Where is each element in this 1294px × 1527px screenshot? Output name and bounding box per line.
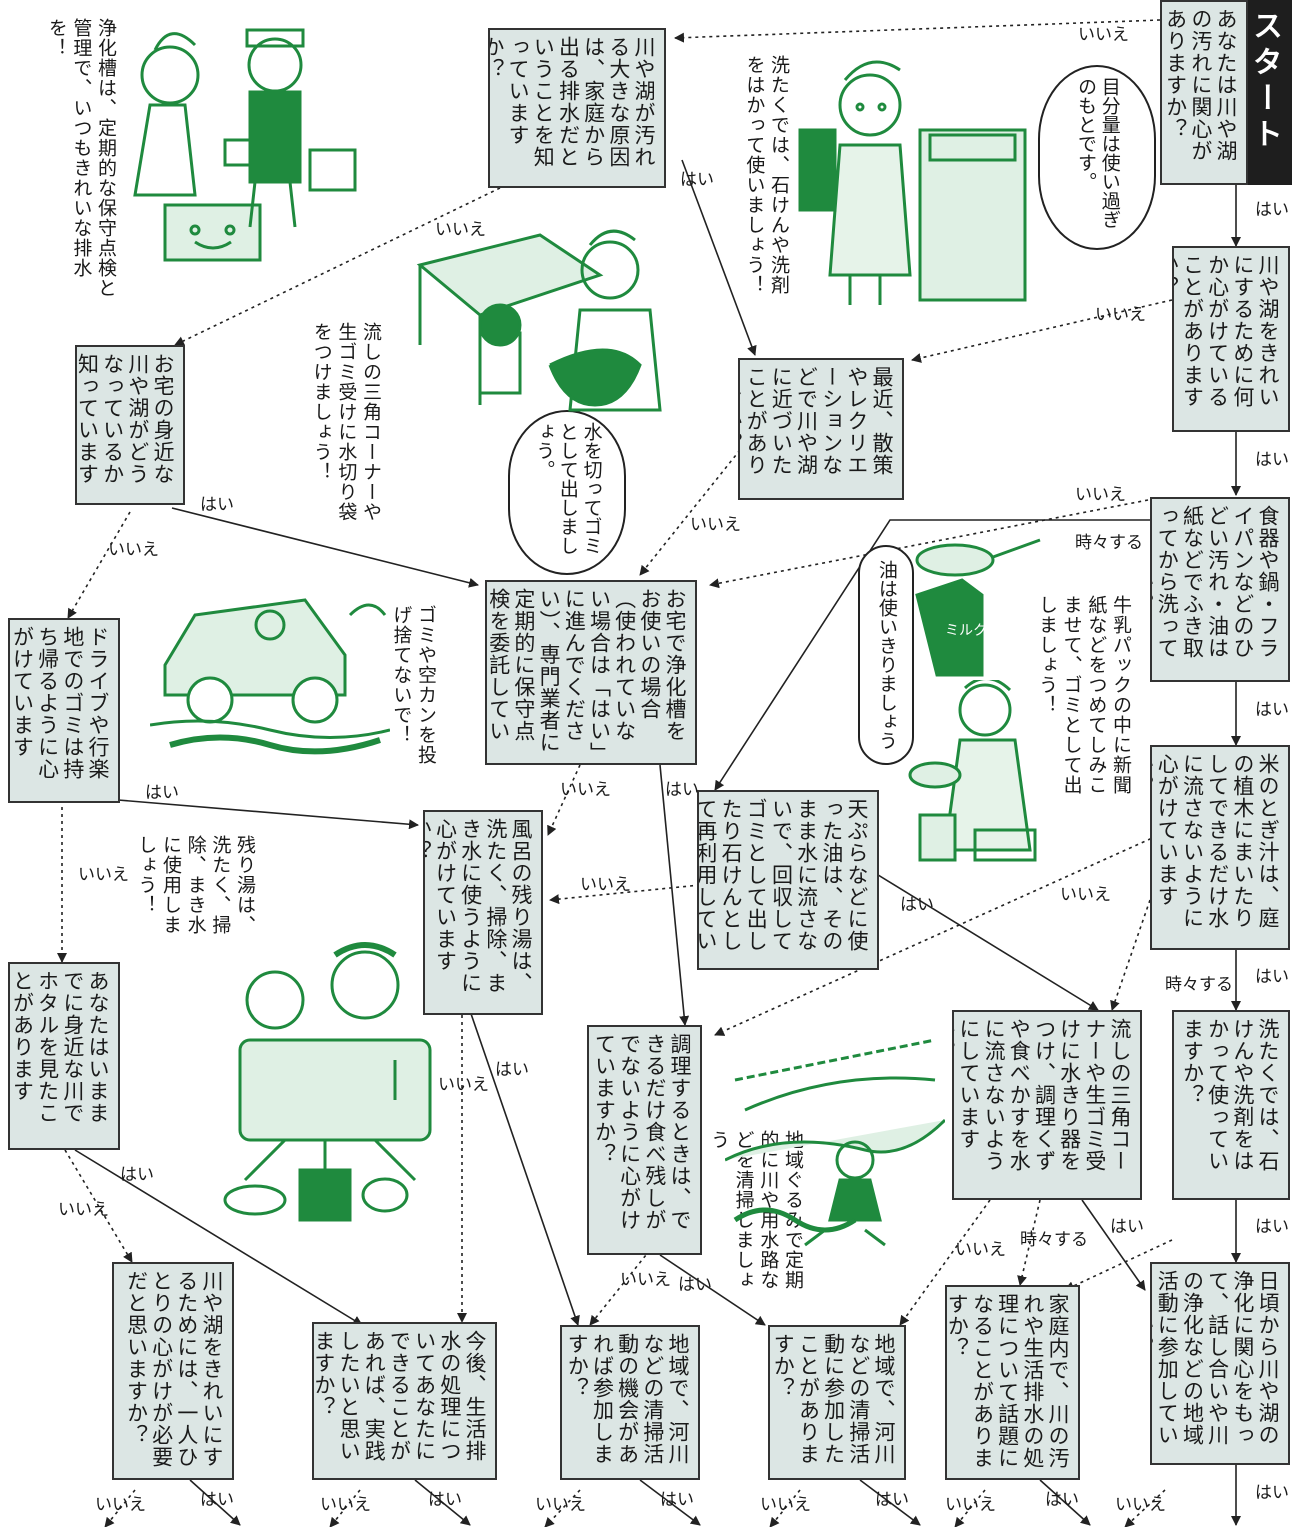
label-sometimes: 時々する (1075, 533, 1143, 553)
tip-bath-water: 残り湯は、洗たく、掃除、まき水に使用しましょう！ (135, 835, 256, 935)
label-yes: はい (1255, 1217, 1289, 1237)
label-no: いいえ (945, 1495, 996, 1515)
question-nearby-river: お宅の身近な川や湖がどうなっているか知っていますか？ (75, 345, 185, 505)
label-no: いいえ (58, 1200, 109, 1220)
label-yes: はい (1110, 1217, 1144, 1237)
question-household-drainage: 川や湖が汚れる大きな原因は、家庭から出る排水だということを知っていますか？ (488, 28, 666, 188)
label-yes: はい (1255, 967, 1289, 987)
label-yes: はい (495, 1060, 529, 1080)
label-yes: はい (120, 1165, 154, 1185)
question-measure-detergent: 洗たくでは、石けんや洗剤をはかって使っていますか？ (1172, 1010, 1290, 1200)
laundry-speech-bubble: 目分量は使い過ぎのもとです。 (1038, 65, 1156, 250)
label-sometimes: 時々する (1020, 1230, 1088, 1250)
label-no: いいえ (1115, 1495, 1166, 1515)
tip-sink-bag: 流しの三角コーナーや生ゴミ受けに水切り袋をつけましょう！ (310, 322, 382, 522)
question-visited-river: 最近、散策やレクリエーションなどで川や湖に近づいたことがありますか？ (738, 358, 904, 500)
question-sink-strainer: 流しの三角コーナーや生ゴミ受けに水きり器をつけ、調理くずや食べかすを水に流さない… (952, 1010, 1142, 1200)
label-yes: はい (1255, 450, 1289, 470)
question-individual-effort: 川や湖をきれいにするためには、一人ひとりの心がけが必要だと思いますか？ (112, 1262, 234, 1480)
label-yes: はい (428, 1490, 462, 1510)
question-fireflies: あなたはいままでに身近な川でホタルを見たことがありますか？ (8, 962, 120, 1150)
label-no: いいえ (620, 1270, 671, 1290)
label-no: いいえ (1075, 485, 1126, 505)
tip-litter: ゴミや空カンを投げ捨てないで！ (390, 605, 437, 765)
label-no: いいえ (108, 540, 159, 560)
question-joined-cleanup: 地域で、河川などの清掃活動に参加したことがありますか？ (768, 1325, 906, 1480)
label-yes: はい (1045, 1490, 1079, 1510)
septic-illustration (133, 28, 357, 262)
label-yes: はい (660, 1490, 694, 1510)
label-yes: はい (680, 170, 714, 190)
river-cleanup-illustration (725, 1038, 945, 1247)
label-yes: はい (900, 895, 934, 915)
question-septic-maintenance: お宅で浄化槽をお使いの場合（使われていない場合は「はい」に進んでください）、専門… (485, 580, 697, 765)
label-no: いいえ (580, 875, 631, 895)
label-yes: はい (1255, 1483, 1289, 1503)
label-no: いいえ (760, 1495, 811, 1515)
laundry-illustration (798, 60, 1027, 305)
question-family-discussion: 家庭内で、川の汚れや生活排水の処理について話題になることがありますか？ (945, 1285, 1080, 1480)
label-sometimes: 時々する (1165, 975, 1233, 995)
label-no: いいえ (560, 780, 611, 800)
label-yes: はい (200, 1490, 234, 1510)
label-no: いいえ (435, 220, 486, 240)
label-no: いいえ (78, 865, 129, 885)
label-no: いいえ (320, 1495, 371, 1515)
start-label: スタート (1247, 0, 1292, 185)
label-no: いいえ (438, 1075, 489, 1095)
tip-septic: 浄化槽は、定期的な保守点検と管理で、いつもきれいな排水を！ (45, 18, 117, 298)
car-litter-illustration (150, 598, 390, 755)
label-yes: はい (145, 783, 179, 803)
kitchen-sink-illustration (416, 229, 662, 412)
pouring-oil-illustration (908, 680, 1037, 862)
question-community-activity: 日頃から川や湖の浄化に関心をもって、話し合いや川の浄化などの地域活動に参加してい… (1150, 1262, 1290, 1465)
label-no: いいえ (535, 1495, 586, 1515)
milk-carton-illustration: ミルク (915, 538, 1041, 677)
label-yes: はい (200, 495, 234, 515)
label-no: いいえ (955, 1240, 1006, 1260)
question-tempura-oil: 天ぷらなどに使った油は、そのまま水に流さないで、回収してゴミとして出したり石けん… (697, 790, 879, 970)
question-rice-water: 米のとぎ汁は、庭の植木にまいたりしてできるだけ水に流さないように心がけていますか… (1150, 745, 1290, 950)
question-leftovers: 調理するときは、できるだけ食べ残しがでないように心がけていますか？ (587, 1025, 702, 1255)
label-yes: はい (1255, 200, 1289, 220)
label-no: いいえ (690, 515, 741, 535)
question-wipe-dishes: 食器や鍋・フライパンなどのひどい汚れ・油は紙などでふき取ってから洗っていますか？ (1150, 497, 1290, 682)
tip-laundry: 洗たくでは、石けんや洗剤をはかって使いましょう！ (743, 55, 790, 295)
label-yes: はい (678, 1275, 712, 1295)
label-yes: はい (1255, 700, 1289, 720)
question-take-trash-home: ドライブや行楽地でのゴミは持ち帰るように心がけていますか？ (8, 618, 120, 803)
label-no: いいえ (1095, 305, 1146, 325)
label-no: いいえ (1060, 885, 1111, 905)
question-would-join-cleanup: 地域で、河川などの清掃活動の機会があれば参加しますか？ (560, 1325, 700, 1480)
label-no: いいえ (95, 1495, 146, 1515)
label-no: いいえ (1078, 25, 1129, 45)
question-bath-water: 風呂の残り湯は、洗たく、掃除、まき水に使うように心がけていますか？ (423, 810, 543, 1015)
question-care-for-rivers: 川や湖をきれいにするために何か心がけていることがありますか？ (1172, 246, 1290, 432)
question-practice-future: 今後、生活排水の処理についてあなたにできることがあれば、実践したいと思いますか？ (312, 1322, 497, 1480)
oil-speech-bubble: 油は使いきりましょう (858, 545, 914, 765)
tip-milk-pack: 牛乳パックの中に新聞紙などをつめてしみこませて、ゴミとして出しましょう！ (1035, 595, 1132, 795)
water-speech-bubble: 水を切ってゴミとして出しましょう。 (508, 410, 626, 575)
milk-pack-label: ミルク (945, 623, 987, 639)
bath-illustration (223, 942, 432, 1222)
question-interest-in-rivers: あなたは川や湖の汚れに関心がありますか？ (1160, 0, 1248, 185)
label-yes: はい (875, 1490, 909, 1510)
label-yes: はい (665, 780, 699, 800)
